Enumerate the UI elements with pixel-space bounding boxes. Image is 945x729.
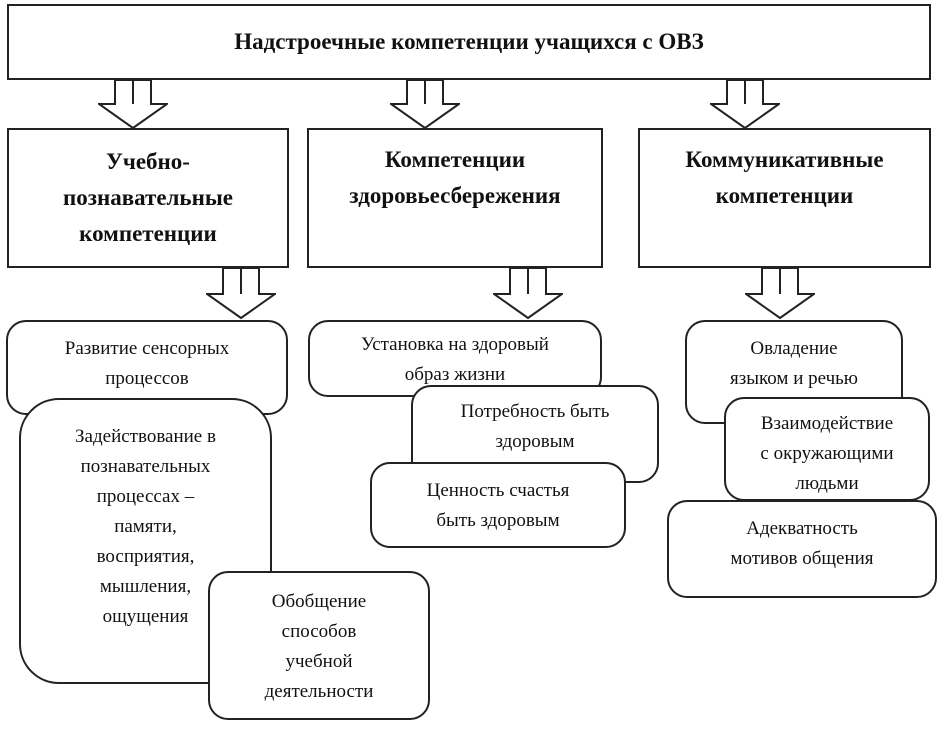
item-text: Обобщение способов учебной деятельности (264, 591, 374, 702)
item-text: Овладение языком и речью (730, 338, 858, 389)
category-box: Коммуникативные компетенции (638, 128, 931, 268)
category-box: Учебно- познавательные компетенции (7, 128, 289, 268)
category-label: Учебно- познавательные компетенции (62, 149, 234, 246)
arrow-down-icon (98, 80, 168, 130)
item-text: Развитие сенсорных процессов (64, 338, 230, 389)
arrow-down-icon (390, 80, 460, 130)
diagram-title: Надстроечные компетенции учащихся с ОВЗ (234, 29, 704, 54)
arrow-down-icon (206, 268, 276, 320)
competence-item: Адекватность мотивов общения (667, 500, 937, 598)
competence-item: Установка на здоровый образ жизни (308, 320, 602, 397)
item-text: Установка на здоровый образ жизни (361, 334, 549, 385)
item-text: Задействование в познавательных процесса… (75, 426, 216, 627)
competence-item: Задействование в познавательных процесса… (19, 398, 272, 684)
diagram-title-box: Надстроечные компетенции учащихся с ОВЗ (7, 4, 931, 80)
item-text: Потребность быть здоровым (460, 401, 610, 452)
arrow-down-icon (493, 268, 563, 320)
category-label: Компетенции здоровьесбережения (349, 147, 561, 208)
arrow-down-icon (745, 268, 815, 320)
arrow-down-icon (710, 80, 780, 130)
item-text: Ценность счастья быть здоровым (426, 480, 570, 531)
item-text: Взаимодействие с окружающими людьми (760, 413, 894, 494)
competence-item: Обобщение способов учебной деятельности (208, 571, 430, 720)
item-text: Адекватность мотивов общения (730, 518, 874, 569)
competence-item: Взаимодействие с окружающими людьми (724, 397, 930, 501)
category-box: Компетенции здоровьесбережения (307, 128, 603, 268)
competence-item: Ценность счастья быть здоровым (370, 462, 626, 548)
category-label: Коммуникативные компетенции (685, 147, 884, 208)
